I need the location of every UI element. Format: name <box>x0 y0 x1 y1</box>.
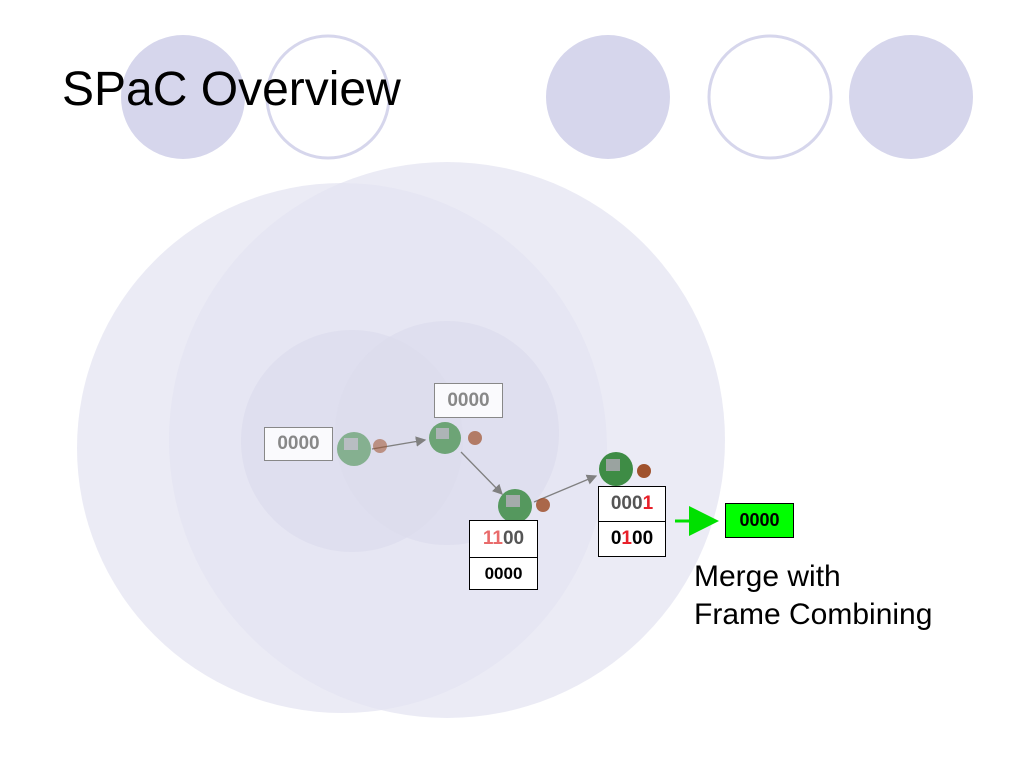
arrow-node2-node3 <box>460 451 503 495</box>
node4-bottom-bit-b: 00 <box>632 528 654 549</box>
node3-top-code-box: 1100 <box>469 520 538 558</box>
caption-line-1: Merge with <box>694 560 841 593</box>
slide-title: SPaC Overview <box>62 63 401 116</box>
decor-circle-2 <box>265 34 391 160</box>
merged-result-code: 0000 <box>739 510 780 530</box>
sensor-node-4 <box>599 452 651 486</box>
node4-top-code-box: 0001 <box>598 486 666 522</box>
merge-caption: Merge with Frame Combining <box>694 558 932 634</box>
decor-circle-4 <box>707 34 833 160</box>
node3-bottom-code: 0000 <box>484 564 523 583</box>
node3-top-unchanged-bits: 00 <box>502 528 525 549</box>
node1-code-box: 0000 <box>264 427 333 461</box>
node4-bottom-bit-a: 0 <box>610 528 622 549</box>
node2-code-box: 0000 <box>434 383 503 418</box>
merged-result-box: 0000 <box>725 503 794 538</box>
node2-code: 0000 <box>447 390 490 411</box>
node4-bottom-code-box: 0100 <box>598 521 666 557</box>
node3-bottom-code-box: 0000 <box>469 557 538 590</box>
node4-bottom-changed-bit: 1 <box>621 528 632 549</box>
node3-top-changed-bits: 11 <box>482 528 503 549</box>
node1-code: 0000 <box>277 433 320 454</box>
decor-circle-1 <box>121 35 245 159</box>
decor-circle-3 <box>546 35 670 159</box>
sensor-node-2 <box>429 422 482 454</box>
node4-top-unchanged-bits: 000 <box>610 493 643 514</box>
caption-line-2: Frame Combining <box>694 598 933 631</box>
sensor-node-1 <box>337 432 387 466</box>
sensor-node-3 <box>498 489 550 523</box>
node4-top-changed-bit: 1 <box>642 493 654 514</box>
decor-circle-5 <box>849 35 973 159</box>
arrow-node3-node4 <box>533 474 598 503</box>
